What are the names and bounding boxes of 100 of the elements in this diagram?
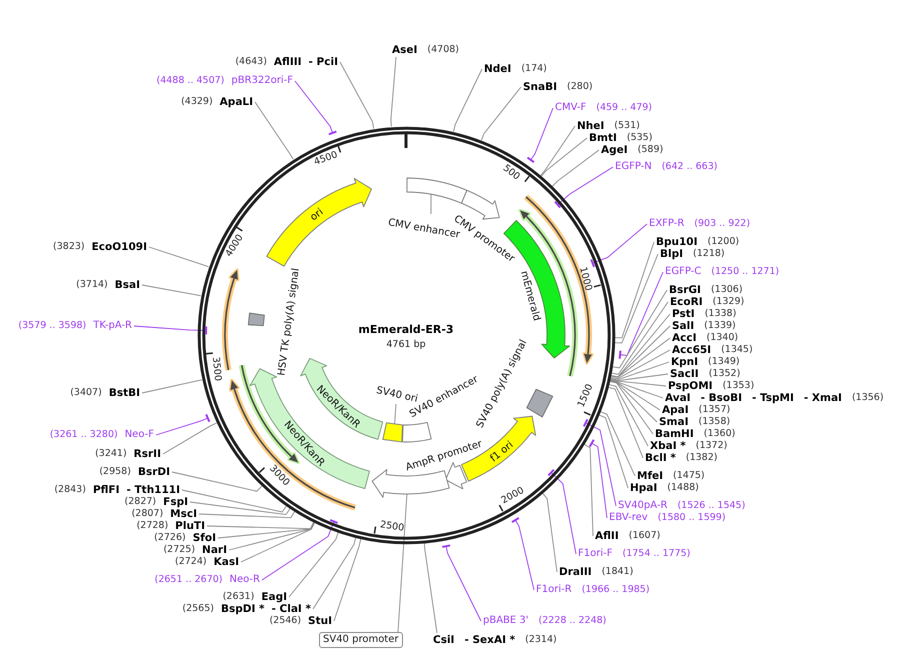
leader-line [614, 254, 658, 344]
leader-line [592, 224, 648, 264]
primer-range: (903 .. 922) [694, 218, 750, 230]
enzyme-name: - BsoBI [700, 392, 742, 404]
leader-line [390, 56, 396, 128]
leader-line [541, 138, 588, 177]
enzyme-name: EcoO109I [92, 241, 147, 253]
leader-line [334, 538, 362, 622]
enzyme-name: BclI * [645, 452, 676, 464]
enzyme-name: SacII [670, 368, 699, 380]
leader-line [172, 472, 262, 492]
enzyme-name: BamHI [655, 428, 694, 440]
primer-name: TK-pA-R [93, 320, 132, 332]
primer-range: (1754 .. 1775) [622, 548, 690, 560]
leader-line [142, 284, 202, 296]
leader-line [540, 126, 576, 176]
leader-line [610, 374, 668, 382]
enzyme-name: KasI [214, 556, 239, 568]
leader-line [584, 444, 594, 536]
enzyme-name: XbaI * [650, 440, 686, 452]
leader-line [530, 108, 554, 160]
enzyme-name: HpaI [630, 482, 658, 494]
cut-site-position: (1372) [696, 440, 728, 452]
leader-line [620, 272, 664, 356]
scale-number: 2500 [379, 520, 405, 534]
primer-range: (1526 .. 1545) [677, 500, 746, 512]
leader-line [198, 511, 296, 518]
primer-range: (4488 .. 4507) [156, 75, 224, 87]
leader-line [557, 166, 614, 206]
leader-line [600, 411, 636, 476]
primer-name: EBV-rev [609, 512, 648, 524]
cut-site-position: (1339) [704, 320, 736, 332]
cut-site-position: (2726) [154, 532, 186, 544]
enzyme-name: BlpI [660, 248, 684, 260]
feature-label: SV40 ori [375, 385, 419, 405]
enzyme-name: CsiI [433, 634, 454, 646]
primer-name: Neo-R [230, 574, 260, 586]
cut-site-position: (3714) [76, 279, 108, 291]
cut-site-position: (2631) [222, 591, 254, 603]
enzyme-name: EagI [261, 591, 287, 603]
cut-site-position: (589) [638, 144, 664, 156]
leader-line [453, 68, 482, 132]
feature-label: ori [308, 206, 326, 224]
leader-line [312, 537, 356, 610]
scale-number: 500 [500, 164, 522, 183]
leader-line [608, 386, 644, 458]
enzyme-name: AccI [672, 332, 696, 344]
leader-line [614, 242, 654, 338]
leader-line [218, 522, 314, 538]
cut-site-position: (1345) [721, 344, 753, 356]
primer-name: SV40pA-R [618, 500, 668, 512]
plasmid-name: mEmerald-ER-3 [358, 324, 454, 336]
cut-site-position: (4708) [427, 44, 459, 56]
scale-number: 1500 [576, 382, 596, 409]
scale-number: 3500 [210, 356, 222, 382]
leader-line [424, 542, 438, 634]
primer-name: EGFP-C [665, 266, 702, 278]
enzyme-name: - Tth111I [126, 484, 180, 496]
cut-site-position: (1218) [693, 248, 725, 260]
cut-site-position: (1356) [852, 392, 884, 404]
cut-site-position: (3241) [95, 448, 127, 460]
leader-line [585, 422, 616, 506]
cut-site-position: (2958) [99, 466, 131, 478]
leader-line [182, 490, 287, 512]
cut-site-position: (1358) [698, 416, 730, 428]
leader-line [142, 379, 202, 394]
leader-line [228, 522, 315, 550]
cut-site-position: (1488) [667, 482, 699, 494]
primer-range: (2651 .. 2670) [154, 574, 222, 586]
cut-site-position: (1340) [706, 332, 738, 344]
primer-name: pBABE 3' [483, 615, 529, 627]
primer-range: (3579 .. 3598) [18, 320, 86, 332]
cut-site-position: (1200) [708, 236, 740, 248]
enzyme-name: - SexAI * [464, 634, 516, 646]
cut-site-position: (2565) [182, 603, 214, 615]
cut-site-position: (2843) [54, 484, 86, 496]
enzyme-name: MfeI [637, 470, 664, 482]
leader-line [206, 522, 314, 530]
cut-site-position: (3407) [70, 387, 102, 399]
cut-site-position: (2807) [132, 508, 164, 520]
leader-line [591, 442, 608, 518]
leader-line [612, 290, 668, 368]
primer-range: (3261 .. 3280) [50, 429, 118, 441]
leader-line [598, 414, 628, 488]
primer-name: pBR322ori-F [231, 75, 293, 87]
leader-line [610, 314, 670, 378]
primer-range: (2228 .. 2248) [538, 615, 606, 627]
leader-line [262, 521, 334, 580]
cut-site-position: (1360) [704, 428, 736, 440]
enzyme-name: - XmaI [804, 392, 842, 404]
primer-range: (1580 .. 1599) [658, 512, 726, 524]
feature-label: f1 ori [488, 440, 516, 464]
primer-name: EGFP-N [615, 161, 652, 173]
enzyme-name: KpnI [671, 356, 698, 368]
cut-site-position: (1329) [712, 296, 744, 308]
enzyme-name: BspDI * [220, 603, 265, 615]
scale-number: 1000 [578, 266, 594, 292]
enzyme-name: PspOMI [668, 380, 713, 392]
leader-line [148, 246, 210, 268]
cut-site-position: (1475) [673, 470, 705, 482]
